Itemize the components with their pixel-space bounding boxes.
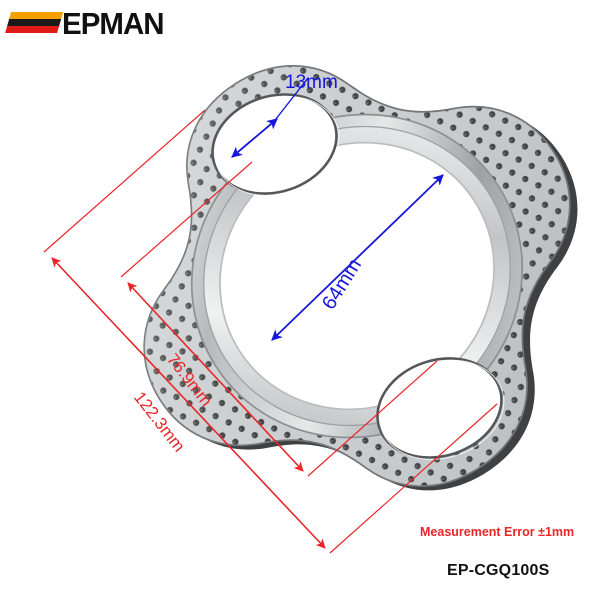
dimension-bolt-hole-line [231,118,278,158]
dimension-bore [271,174,444,341]
dimension-bore-line [271,174,444,341]
brand-name: EPMAN [62,5,165,41]
dimension-bolt-hole-leader [271,77,309,125]
bolt-hole-bottom [376,357,505,460]
bolt-hole-bottom-opening [376,357,503,459]
dimension-bolt-hole [231,77,309,158]
dimension-overall-ext-2 [329,403,498,554]
dimension-bolt-spacing-ext-2 [307,360,438,477]
dimension-bolt-spacing-ext-1 [120,161,253,278]
brand-logo: EPMAN [5,5,169,41]
dimension-label-bolt-hole: 13mm [285,72,338,93]
bolt-hole-bottom-highlight [379,359,505,460]
dimension-bolt-spacing [120,161,438,477]
measurement-error-note: Measurement Error ±1mm [420,525,575,539]
dimension-bolt-spacing-line [127,282,304,472]
dimension-overall-ext-1 [43,109,206,253]
product-sku: EP-CGQ100S [447,562,550,579]
